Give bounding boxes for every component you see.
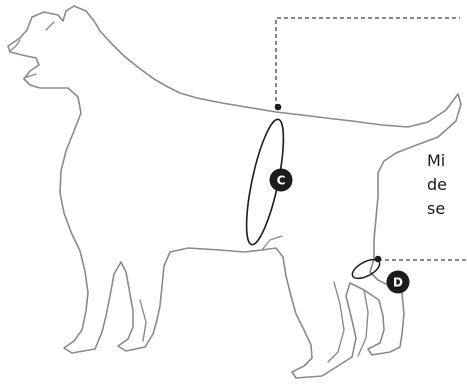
leg-point: [375, 256, 382, 263]
far-legs: [140, 282, 368, 362]
measurement-caption: Mi de se: [427, 149, 447, 221]
dog-silhouette: [8, 6, 461, 378]
marker-d: D: [387, 271, 410, 294]
caption-line-3: se: [427, 197, 447, 221]
caption-line-2: de: [427, 173, 447, 197]
caption-line-1: Mi: [427, 149, 447, 173]
back-point: [275, 104, 282, 111]
back-leader-line: [276, 18, 460, 108]
marker-d-label: D: [393, 276, 403, 290]
marker-c: C: [270, 169, 293, 192]
marker-c-label: C: [277, 174, 286, 188]
